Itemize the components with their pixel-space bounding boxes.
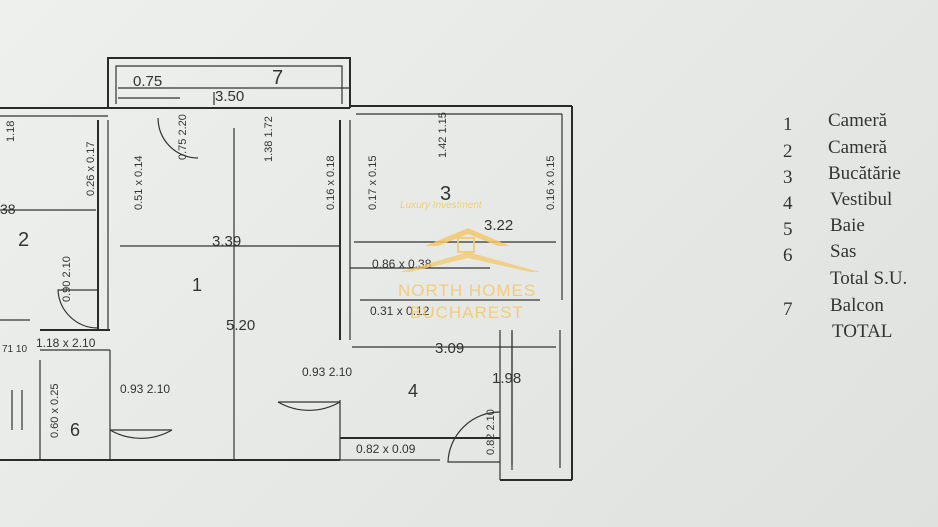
- door-swings: [57, 92, 501, 463]
- legend-label-1: Cameră: [828, 110, 888, 131]
- legend-label-7: Balcon: [830, 295, 884, 316]
- legend-num-1: 1: [783, 114, 793, 135]
- legend-label-total-su: Total S.U.: [830, 268, 908, 289]
- room-3-number: 3: [440, 183, 451, 205]
- watermark-logo: Luxury Investment NORTH HOMES BUCHAREST: [398, 200, 540, 322]
- legend-label-total: TOTAL: [832, 321, 893, 342]
- room-6-number: 6: [70, 420, 80, 440]
- dim-3-50: 3.50: [215, 88, 244, 105]
- dim-5-20: 5.20: [226, 317, 255, 334]
- legend-label-3: Bucătărie: [828, 163, 901, 184]
- legend-num-6: 6: [783, 245, 793, 266]
- legend-label-6: Sas: [830, 241, 857, 262]
- dim-1-18x2-10: 1.18 x 2.10: [36, 336, 96, 350]
- dim-38: 38: [0, 201, 16, 217]
- dim-0-26x0-17: 0.26 x 0.17: [85, 142, 97, 196]
- room-4-number: 4: [408, 381, 418, 401]
- dim-0-75-2-20: 0.75 2.20: [177, 114, 189, 160]
- dim-0-90-2-10: 0.90 2.10: [61, 256, 73, 302]
- legend-label-2: Cameră: [828, 137, 888, 158]
- balcony-number-label: 7: [272, 67, 283, 89]
- dim-71-10: 71 10: [2, 344, 27, 355]
- legend-num-4: 4: [783, 193, 793, 214]
- dim-0-17x0-15: 0.17 x 0.15: [367, 156, 379, 210]
- dimension-lines: [0, 87, 556, 465]
- dim-0-93-2-10-sas: 0.93 2.10: [120, 382, 170, 396]
- legend-num-5: 5: [783, 219, 793, 240]
- dim-0-82x0-09: 0.82 x 0.09: [356, 442, 416, 456]
- watermark-line1: NORTH HOMES: [398, 281, 536, 300]
- legend-label-5: Baie: [830, 215, 865, 236]
- dimension-labels: 0.75 7 3.50 1.18 0.26 x 0.17 0.51 x 0.14…: [0, 67, 557, 456]
- legend-num-7: 7: [783, 299, 793, 320]
- room-1-number: 1: [192, 275, 202, 295]
- dim-3-22: 3.22: [484, 217, 513, 234]
- dim-0-75: 0.75: [133, 73, 162, 90]
- dim-0-51x0-14: 0.51 x 0.14: [133, 156, 145, 210]
- watermark-door-icon: [457, 237, 475, 253]
- dim-0-16x0-18: 0.16 x 0.18: [325, 156, 337, 210]
- dim-0-93-2-10-vestibule: 0.93 2.10: [302, 365, 352, 379]
- legend-label-4: Vestibul: [830, 189, 893, 210]
- walls: [0, 57, 573, 481]
- watermark-line2: BUCHAREST: [410, 303, 524, 322]
- dim-0-82-2-10: 0.82 2.10: [485, 409, 497, 455]
- watermark-roof-icon: [400, 252, 540, 272]
- dim-1-42-1-15: 1.42 1.15: [437, 112, 449, 158]
- dim-0-60x0-25: 0.60 x 0.25: [49, 384, 61, 438]
- dim-3-09: 3.09: [435, 340, 464, 357]
- watermark-tagline: Luxury Investment: [400, 200, 483, 211]
- dim-1-38-1-72: 1.38 1.72: [263, 116, 275, 162]
- legend-num-3: 3: [783, 167, 793, 188]
- dim-0-31x0-12: 0.31 x 0.12: [370, 304, 430, 318]
- dim-1-98: 1.98: [492, 370, 521, 387]
- watermark-house-icon: [425, 228, 510, 246]
- dim-1-18: 1.18: [5, 121, 17, 142]
- dim-3-39: 3.39: [212, 233, 241, 250]
- dim-0-16x0-15: 0.16 x 0.15: [545, 156, 557, 210]
- room-2-number: 2: [18, 229, 29, 251]
- legend-num-2: 2: [783, 141, 793, 162]
